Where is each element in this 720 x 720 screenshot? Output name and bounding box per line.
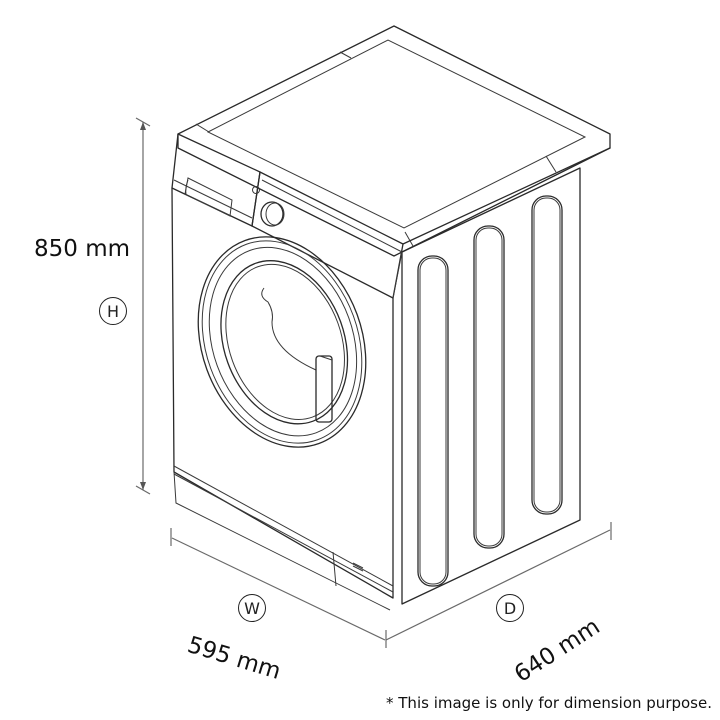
indicator-light	[252, 186, 260, 194]
height-badge: H	[99, 297, 127, 325]
width-badge: W	[238, 594, 266, 622]
footnote: * This image is only for dimension purpo…	[386, 694, 712, 712]
filter-cover-vents	[352, 562, 364, 572]
side-rib-1	[417, 255, 449, 587]
drum-shading	[261, 287, 317, 371]
side-rib-2	[473, 225, 505, 549]
width-dimension-line	[170, 528, 387, 648]
height-value: 850 mm	[34, 236, 131, 262]
side-rib-3	[531, 195, 563, 515]
door	[197, 236, 367, 448]
depth-dimension-line	[385, 522, 612, 641]
program-knob	[260, 201, 284, 227]
depth-badge: D	[496, 594, 524, 622]
control-panel	[171, 133, 404, 299]
door-handle	[315, 355, 333, 423]
machine-front	[171, 187, 394, 611]
height-dimension-line	[135, 117, 151, 495]
machine-side	[392, 147, 611, 605]
